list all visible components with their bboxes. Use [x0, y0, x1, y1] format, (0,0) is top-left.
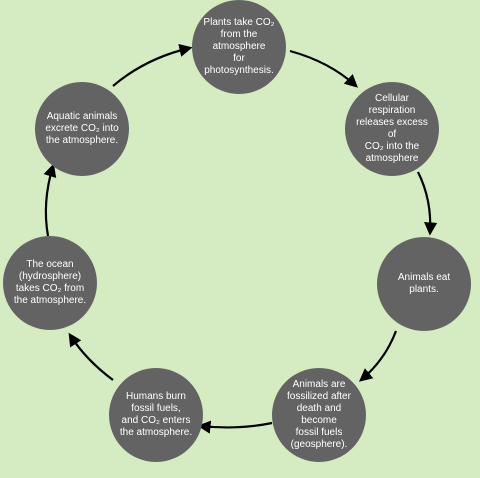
arrow-ocean-to-aquatic	[43, 163, 57, 237]
arrow-plants-to-cellular	[289, 49, 358, 88]
arrow-fossilized-to-humans-burn	[197, 420, 273, 434]
node-label: The ocean (hydrosphere) takes CO₂ from t…	[13, 259, 87, 306]
node-humans-burn-fossil-fuels: Humans burn fossil fuels, and CO₂ enters…	[109, 368, 203, 462]
node-ocean-hydrosphere: The ocean (hydrosphere) takes CO₂ from t…	[3, 236, 97, 330]
node-label: Cellular respiration releases excess of …	[356, 93, 428, 164]
node-label: Animals are fossilized after death and b…	[287, 379, 351, 450]
arrow-humans-burn-to-ocean	[68, 332, 114, 381]
node-label: Animals eat plants.	[397, 272, 451, 295]
arrow-animals-eat-to-fossilized	[358, 330, 398, 382]
arrow-aquatic-to-plants	[112, 43, 193, 87]
node-cellular-respiration: Cellular respiration releases excess of …	[345, 82, 439, 176]
node-animals-eat-plants: Animals eat plants.	[377, 237, 471, 331]
node-aquatic-animals: Aquatic animals excrete CO₂ into the atm…	[35, 82, 129, 176]
node-label: Humans burn fossil fuels, and CO₂ enters…	[119, 391, 193, 438]
node-label: Aquatic animals excrete CO₂ into the atm…	[45, 111, 119, 146]
node-animals-fossilized: Animals are fossilized after death and b…	[272, 368, 366, 462]
arrow-cellular-to-animals-eat	[417, 171, 438, 236]
node-label: Plants take CO₂ from the atmosphere for …	[203, 17, 275, 76]
node-plants-take-co2: Plants take CO₂ from the atmosphere for …	[192, 0, 286, 94]
